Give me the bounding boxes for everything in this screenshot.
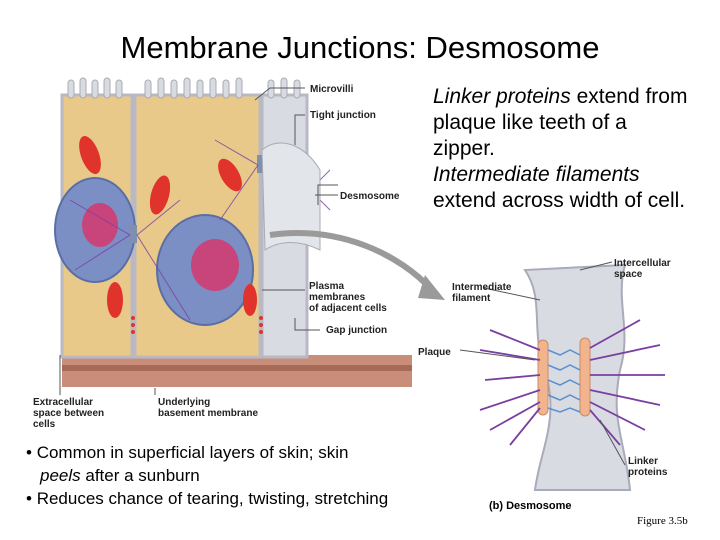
bullet-item-skin: • Common in superficial layers of skin; … [26, 443, 349, 462]
label-microvilli: Microvilli [310, 84, 354, 95]
caption-filaments-description: extend across width of cell. [433, 189, 686, 212]
bullet-item-skin-continued: peels after a sunburn [40, 466, 200, 485]
page-title: Membrane Junctions: Desmosome [120, 30, 600, 65]
label-linker-proteins: Linker proteins [628, 456, 668, 478]
bullet-list: • Common in superficial layers of skin; … [26, 441, 388, 510]
label-plaque: Plaque [418, 347, 451, 358]
bullet-item-tearing: • Reduces chance of tearing, twisting, s… [26, 489, 389, 508]
label-extracellular-space: Extracellular space between cells [33, 397, 105, 430]
label-intercellular-space: Intercellular space [614, 258, 671, 280]
zoom-arrow [269, 230, 435, 293]
label-gap-junction: Gap junction [326, 325, 388, 336]
label-intermediate-filament: Intermediate filament [452, 282, 512, 304]
caption-term-filaments: Intermediate filaments [433, 163, 640, 186]
label-basement-membrane: Underlying basement membrane [158, 397, 259, 419]
epithelial-cells-illustration [54, 77, 412, 387]
figure-reference: Figure 3.5b [637, 515, 688, 527]
label-desmosome: Desmosome [340, 191, 400, 202]
caption-linker-description: extend from plaque like teeth of a zippe… [433, 85, 688, 160]
caption-term-linker: Linker proteins [433, 85, 571, 108]
desmosome-closeup-illustration [459, 261, 665, 491]
caption-text: Linker proteins extend from plaque like … [433, 84, 693, 214]
panel-b-title: (b) Desmosome [489, 500, 572, 512]
label-plasma-membranes: Plasma membranes of adjacent cells [309, 281, 387, 314]
label-tight-junction: Tight junction [310, 110, 376, 121]
